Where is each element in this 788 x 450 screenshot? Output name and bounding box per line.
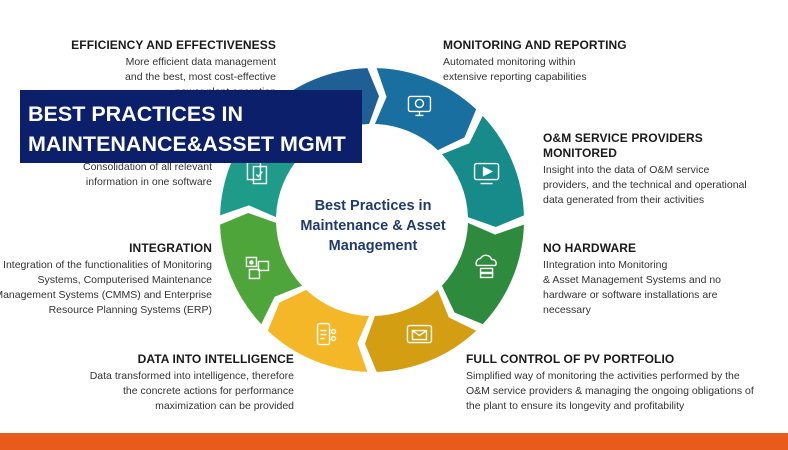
om-line: providers, and the technical and operati… <box>543 179 747 191</box>
full-control-block: FULL CONTROL OF PV PORTFOLIO Simplified … <box>466 352 754 414</box>
monitoring-heading: MONITORING AND REPORTING <box>443 38 627 52</box>
center-title-line: Maintenance & Asset <box>300 218 446 234</box>
center-title-line: Best Practices in <box>314 198 432 214</box>
full-control-line: Simplified way of monitoring the activit… <box>466 370 740 382</box>
monitor-icon <box>407 95 432 117</box>
consolidation-block: Consolidation of all relevant informatio… <box>83 160 212 190</box>
center-title: Best Practices in Maintenance & Asset Ma… <box>288 196 458 256</box>
segment-data-intelligence <box>267 289 370 372</box>
monitoring-block: MONITORING AND REPORTING Automated monit… <box>443 38 627 85</box>
data-intelligence-line: Data transformed into intelligence, ther… <box>89 370 294 382</box>
om-line: Insight into the data of O&M service <box>543 164 710 176</box>
no-hardware-line: necessary <box>543 304 591 316</box>
mail-screen-icon <box>406 324 433 344</box>
monitoring-line: extensive reporting capabilities <box>443 71 587 83</box>
full-control-heading: FULL CONTROL OF PV PORTFOLIO <box>466 352 675 366</box>
integration-line: Integration of the functionalities of Mo… <box>3 259 212 271</box>
data-intelligence-block: DATA INTO INTELLIGENCE Data transformed … <box>90 352 294 414</box>
om-heading: O&M SERVICE PROVIDERS <box>543 131 703 145</box>
full-control-line: O&M service providers & managing the ong… <box>466 385 754 397</box>
phone-chart-icon <box>316 322 337 346</box>
segment-integration <box>220 212 303 325</box>
banner-line-2: MAINTENANCE&ASSET MGMT <box>28 132 346 156</box>
om-line: data generated from their activities <box>543 194 705 206</box>
no-hardware-block: NO HARDWARE IIntegration into Monitoring… <box>543 241 721 318</box>
consolidation-line: Consolidation of all relevant <box>83 161 212 173</box>
efficiency-line: and the best, most cost-effective <box>125 71 276 83</box>
consolidation-line: information in one software <box>85 176 212 188</box>
integration-line: Resource Planning Systems (ERP) <box>48 304 212 316</box>
om-block: O&M SERVICE PROVIDERS MONITORED Insight … <box>543 131 747 208</box>
no-hardware-line: & Asset Management Systems and no <box>543 274 722 286</box>
integration-line: Management Systems (CMMS) and Enterprise <box>0 289 212 301</box>
bottom-accent-bar <box>0 433 788 450</box>
efficiency-heading: EFFICIENCY AND EFFECTIVENESS <box>71 38 276 52</box>
full-control-line: the plant to ensure its longevity and pr… <box>466 400 685 412</box>
integration-heading: INTEGRATION <box>129 241 212 255</box>
no-hardware-line: hardware or software installations are <box>543 289 718 301</box>
segment-monitoring-reporting <box>374 68 477 151</box>
data-intelligence-line: maximization can be provided <box>155 400 294 412</box>
om-heading-2: MONITORED <box>543 146 618 160</box>
title-banner: BEST PRACTICES IN MAINTENANCE&ASSET MGMT <box>20 90 362 163</box>
no-hardware-heading: NO HARDWARE <box>543 241 637 255</box>
integration-block: INTEGRATION Integration of the functiona… <box>0 241 212 318</box>
monitoring-line: Automated monitoring within <box>443 56 576 68</box>
data-intelligence-heading: DATA INTO INTELLIGENCE <box>137 352 294 366</box>
data-intelligence-line: the concrete actions for performance <box>122 385 294 397</box>
center-title-line: Management <box>328 238 418 254</box>
efficiency-line: More efficient data management <box>125 56 276 68</box>
puzzle-icon <box>245 256 270 280</box>
cloud-server-icon <box>475 254 497 279</box>
banner-line-1: BEST PRACTICES IN <box>28 102 244 126</box>
video-screen-icon <box>473 162 500 185</box>
no-hardware-line: IIntegration into Monitoring <box>543 259 668 271</box>
integration-line: Systems, Computerised Maintenance <box>37 274 213 286</box>
